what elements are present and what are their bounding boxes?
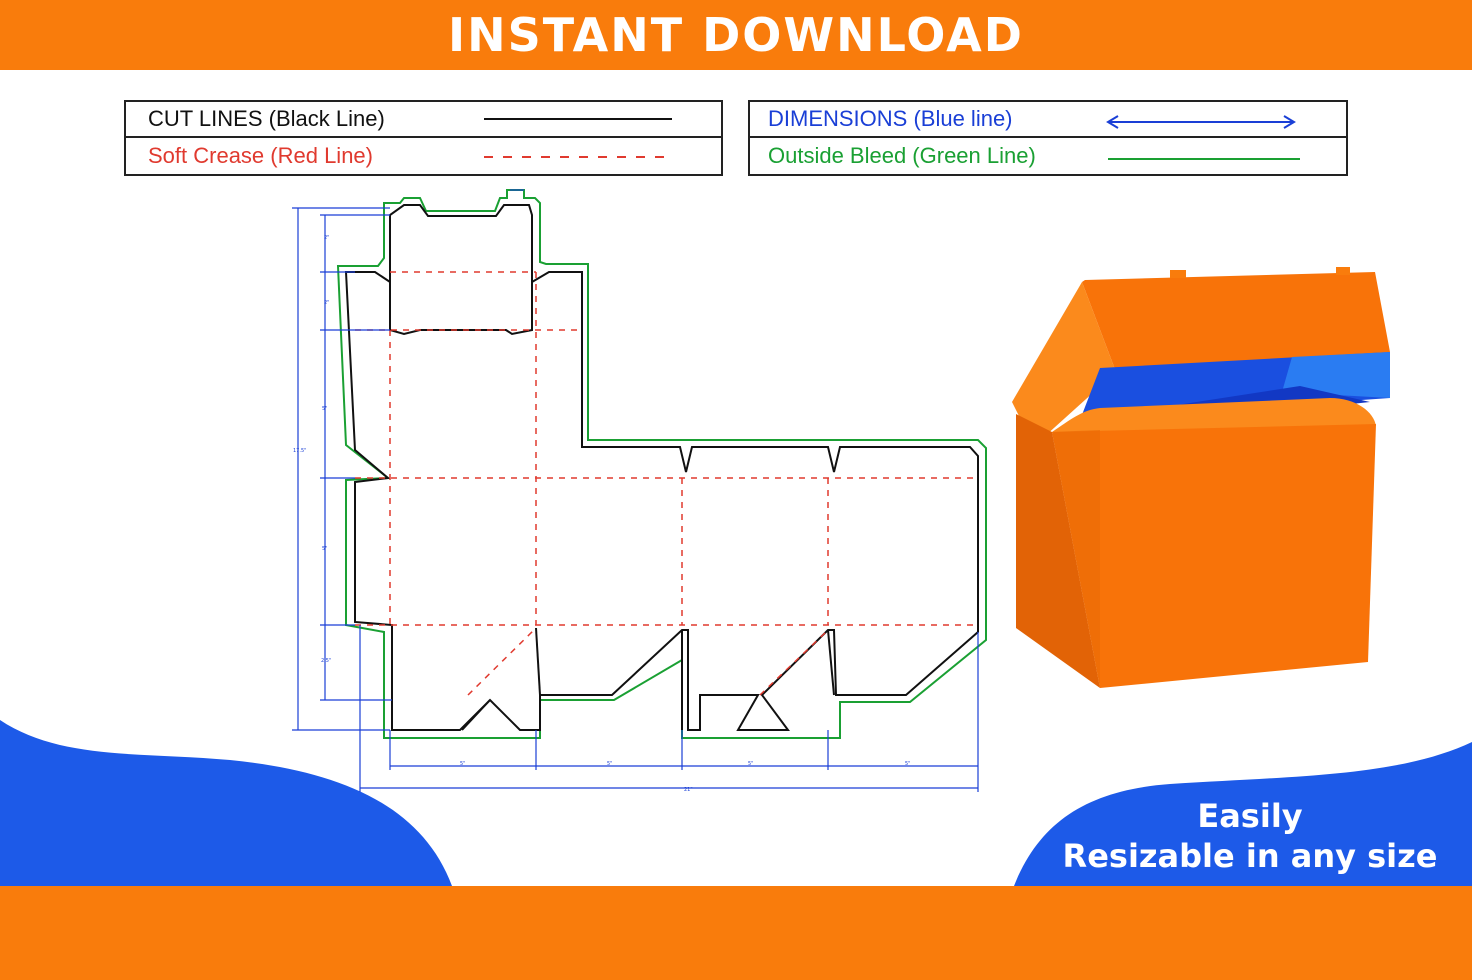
crease-lines xyxy=(355,271,978,696)
dim-label-left-3: 5" xyxy=(322,406,327,412)
dim-label-left-total: 17.5" xyxy=(293,448,306,454)
dim-label-left-5: 2.5" xyxy=(321,658,331,664)
bottom-bar xyxy=(0,886,1472,980)
box-lid-side xyxy=(1012,282,1116,446)
legend-cut-label: CUT LINES (Black Line) xyxy=(148,106,385,131)
top-banner: INSTANT DOWNLOAD xyxy=(0,0,1472,70)
promo-line2: Resizable in any size xyxy=(1062,837,1438,875)
box-interior-back xyxy=(1080,352,1390,420)
box-lid-front-edge xyxy=(1116,352,1390,382)
dim-label-bottom-3: 5" xyxy=(748,761,753,767)
box-interior-floor xyxy=(1080,386,1370,432)
box-inner-flap xyxy=(1052,398,1376,452)
legend-row-crease: Soft Crease (Red Line) xyxy=(126,138,721,174)
box-interior-side xyxy=(1282,352,1390,398)
legend-right: DIMENSIONS (Blue line) Outside Bleed (Gr… xyxy=(748,100,1348,176)
cut-tuck-flap xyxy=(389,282,533,336)
dim-label-bottom-total: 21" xyxy=(684,787,693,793)
legend-row-dimensions: DIMENSIONS (Blue line) xyxy=(750,102,1346,138)
bleed-outline xyxy=(336,189,987,739)
dim-label-left-4: 5" xyxy=(322,546,327,552)
dimension-lines xyxy=(292,189,979,792)
box-left-face xyxy=(1016,414,1100,688)
dim-label-bottom-4: 5" xyxy=(905,761,910,767)
dim-label-bottom-2: 5" xyxy=(607,761,612,767)
legend-dimensions-label: DIMENSIONS (Blue line) xyxy=(768,106,1013,131)
banner-title: INSTANT DOWNLOAD xyxy=(448,8,1024,62)
legend-bleed-swatch xyxy=(1108,158,1300,160)
dieline-diagram: 17.5" 2" 2" 5" 5" 2.5" 5" 5" 5" 5" 21" xyxy=(292,189,987,793)
promo-text: Easily Resizable in any size xyxy=(1030,796,1470,876)
blue-wave-left xyxy=(0,720,452,886)
promo-line1: Easily xyxy=(1197,797,1303,835)
legend-cut-swatch xyxy=(484,118,672,120)
legend-crease-swatch xyxy=(484,156,672,158)
legend-row-cut: CUT LINES (Black Line) xyxy=(126,102,721,138)
dim-label-left-2: 2" xyxy=(324,300,329,306)
box-front-face xyxy=(1052,424,1376,688)
legend-crease-label: Soft Crease (Red Line) xyxy=(148,143,373,168)
legend-left: CUT LINES (Black Line) Soft Crease (Red … xyxy=(124,100,723,176)
dim-label-bottom-1: 5" xyxy=(460,761,465,767)
legend-bleed-label: Outside Bleed (Green Line) xyxy=(768,143,1036,168)
blue-wave-right xyxy=(1014,742,1472,886)
cut-outline xyxy=(344,204,979,731)
box-front-shade xyxy=(1052,430,1100,688)
dim-label-left-1: 2" xyxy=(324,235,329,241)
legend-row-bleed: Outside Bleed (Green Line) xyxy=(750,138,1346,174)
box-lid-top xyxy=(1082,272,1390,372)
legend-dimension-arrow xyxy=(1106,115,1296,129)
